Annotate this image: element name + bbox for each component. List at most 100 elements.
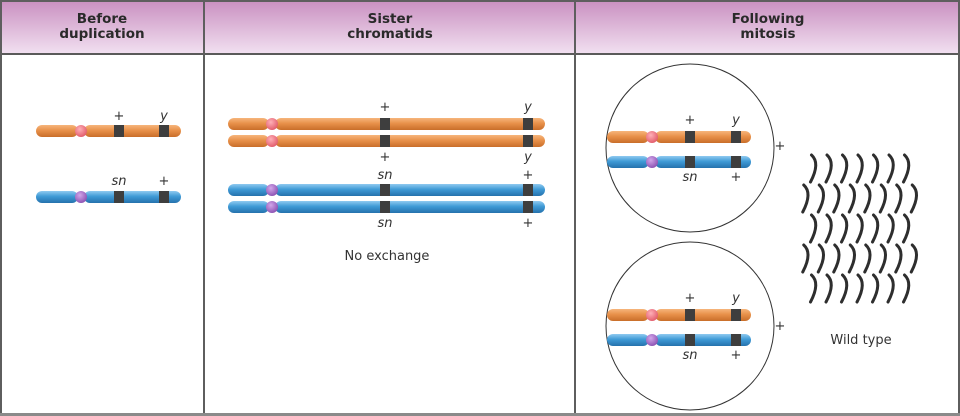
centromere bbox=[266, 135, 278, 147]
bristle bbox=[816, 243, 825, 274]
gene-label: + bbox=[523, 216, 534, 231]
gene-label: + bbox=[731, 170, 742, 185]
centromere bbox=[646, 309, 658, 321]
centromere bbox=[266, 184, 278, 196]
gene-label: y bbox=[731, 113, 740, 128]
border-left bbox=[0, 0, 2, 416]
centromere bbox=[75, 125, 87, 137]
bristle bbox=[809, 273, 818, 304]
bristle bbox=[801, 183, 810, 214]
bristle bbox=[886, 273, 895, 304]
border-top bbox=[0, 0, 960, 2]
blue-chromosome bbox=[607, 334, 751, 346]
gene-label: + bbox=[731, 348, 742, 363]
header-line: Sister bbox=[367, 10, 413, 27]
gene-band bbox=[523, 201, 533, 213]
gene-band bbox=[523, 135, 533, 147]
header-line: duplication bbox=[59, 25, 145, 42]
bristle bbox=[855, 213, 864, 244]
gene-band bbox=[685, 156, 695, 168]
orange-chromosome bbox=[228, 135, 545, 147]
gene-label: + bbox=[523, 168, 534, 183]
column-divider bbox=[203, 0, 205, 416]
gene-band bbox=[523, 184, 533, 196]
gene-label: y bbox=[731, 291, 740, 306]
gene-label: sn bbox=[111, 174, 126, 189]
wild-type-caption: Wild type bbox=[830, 333, 891, 348]
bristle bbox=[824, 213, 833, 244]
bristle bbox=[832, 183, 841, 214]
bristle bbox=[801, 243, 810, 274]
header-line: Before bbox=[76, 10, 128, 27]
bristle bbox=[863, 243, 872, 274]
blue-chromosome bbox=[228, 184, 545, 196]
bristle bbox=[840, 273, 849, 304]
orange-chromosome bbox=[607, 131, 751, 143]
bristle bbox=[847, 183, 856, 214]
gene-label: + bbox=[685, 113, 696, 128]
bristle bbox=[855, 153, 864, 184]
bristle bbox=[894, 243, 903, 274]
gene-band bbox=[380, 118, 390, 130]
gene-band bbox=[523, 118, 533, 130]
bristle bbox=[886, 213, 895, 244]
bristle bbox=[871, 153, 880, 184]
centromere bbox=[646, 334, 658, 346]
gene-band bbox=[731, 156, 741, 168]
daughter-cell-1 bbox=[605, 63, 775, 233]
bristle bbox=[871, 273, 880, 304]
bristle bbox=[886, 153, 895, 184]
bristle bbox=[809, 153, 818, 184]
bristle bbox=[902, 153, 911, 184]
column-divider bbox=[574, 0, 576, 416]
header-line: mitosis bbox=[740, 25, 796, 42]
gene-band bbox=[159, 191, 169, 203]
table-header bbox=[0, 0, 960, 55]
gene-label: sn bbox=[377, 216, 392, 231]
header-line: Following bbox=[731, 10, 805, 27]
gene-band bbox=[114, 125, 124, 137]
plus-sign: + bbox=[775, 139, 786, 154]
gene-label: y bbox=[159, 109, 168, 124]
plus-sign: + bbox=[775, 319, 786, 334]
daughter-cell-2 bbox=[605, 241, 775, 411]
bristle bbox=[909, 183, 918, 214]
bristle bbox=[878, 243, 887, 274]
bristle bbox=[832, 243, 841, 274]
gene-band bbox=[159, 125, 169, 137]
gene-label: sn bbox=[377, 168, 392, 183]
bristle bbox=[902, 213, 911, 244]
bristle bbox=[855, 273, 864, 304]
bristle bbox=[871, 213, 880, 244]
gene-band bbox=[380, 135, 390, 147]
gene-label: + bbox=[114, 109, 125, 124]
gene-band bbox=[380, 201, 390, 213]
bristle bbox=[894, 183, 903, 214]
bristle bbox=[840, 153, 849, 184]
header-line: chromatids bbox=[347, 25, 433, 42]
gene-label: + bbox=[159, 174, 170, 189]
gene-band bbox=[380, 184, 390, 196]
gene-label: sn bbox=[682, 170, 697, 185]
gene-band bbox=[685, 131, 695, 143]
bristle bbox=[909, 243, 918, 274]
blue-chromosome bbox=[36, 191, 181, 203]
blue-chromosome bbox=[607, 156, 751, 168]
border-bottom bbox=[0, 413, 960, 416]
gene-label: + bbox=[685, 291, 696, 306]
bristle bbox=[809, 213, 818, 244]
gene-label: y bbox=[523, 100, 532, 115]
gene-band bbox=[685, 334, 695, 346]
gene-label: y bbox=[523, 150, 532, 165]
centromere bbox=[266, 201, 278, 213]
orange-chromosome bbox=[228, 118, 545, 130]
centromere bbox=[646, 156, 658, 168]
bristle bbox=[902, 273, 911, 304]
bristle bbox=[847, 243, 856, 274]
centromere bbox=[646, 131, 658, 143]
gene-label: + bbox=[380, 100, 391, 115]
